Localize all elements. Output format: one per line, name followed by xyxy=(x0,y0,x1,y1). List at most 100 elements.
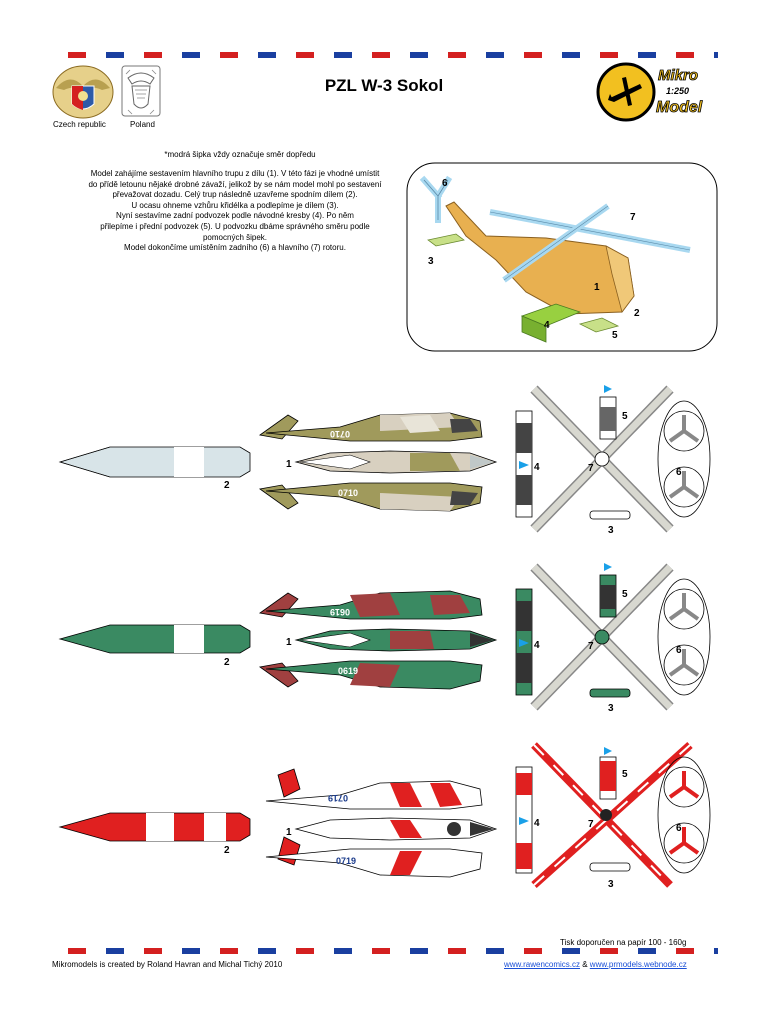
mikro-word: Mikro xyxy=(658,67,698,84)
label-7: 7 xyxy=(588,641,594,652)
page-title: PZL W-3 Sokol xyxy=(324,76,444,95)
link-separator: & xyxy=(580,960,590,969)
bottom-flag-stripe xyxy=(68,948,718,954)
instruction-line: do přídě letounu nějaké drobné závaží, j… xyxy=(88,179,382,189)
flag-stripe-segment xyxy=(486,948,504,954)
instruction-line: Model zahájíme sestavením hlavního trupu… xyxy=(90,169,380,178)
poland-emblem-logo xyxy=(121,65,161,117)
diagram-label-4: 4 xyxy=(544,320,550,331)
label-4: 4 xyxy=(534,462,540,473)
label-1: 1 xyxy=(286,459,292,470)
czech-caption: Czech republic xyxy=(53,120,106,129)
instruction-line: pomocných šipek. xyxy=(202,232,268,242)
print-note: Tisk doporučen na papír 100 - 160g xyxy=(560,938,687,947)
flag-stripe-segment xyxy=(144,52,162,58)
model-word: Model xyxy=(656,99,703,116)
link-prmodels[interactable]: www.prmodels.webnode.cz xyxy=(589,960,687,969)
instruction-line: převažovat dozadu. Celý trup následně uz… xyxy=(112,190,358,200)
instruction-line: Model dokončíme umístěním zadního (6) a … xyxy=(124,243,346,253)
label-5: 5 xyxy=(622,769,628,780)
diagram-label-7: 7 xyxy=(630,212,636,223)
flag-stripe-segment xyxy=(410,52,428,58)
footer-links: www.rawencomics.cz & www.prmodels.webnod… xyxy=(504,960,687,969)
variant-green: 2 0619 0619 1 4 7 5 3 6 xyxy=(58,563,711,714)
label-6: 6 xyxy=(676,467,682,478)
flag-stripe-segment xyxy=(220,52,238,58)
flag-stripe-segment xyxy=(524,948,542,954)
serial-top: 0619 xyxy=(330,607,350,617)
diagram-label-1: 1 xyxy=(594,282,600,293)
diagram-label-2: 2 xyxy=(634,308,640,319)
mikro-model-logo: Mikro 1:250 Model xyxy=(596,62,703,122)
arrow-note: *modrá šipka vždy označuje směr dopředu xyxy=(164,150,316,159)
instruction-line: Nyní sestavíme zadní podvozek podle návo… xyxy=(116,211,354,221)
footer-credit: Mikromodels is created by Roland Havran … xyxy=(52,960,283,969)
label-7: 7 xyxy=(588,819,594,830)
scale-text: 1:250 xyxy=(666,86,689,96)
serial-top: 0710 xyxy=(330,429,350,439)
flag-stripe-segment xyxy=(68,948,86,954)
flag-stripe-segment xyxy=(258,948,276,954)
label-2: 2 xyxy=(224,480,230,491)
flag-stripe-segment xyxy=(638,52,656,58)
flag-stripe-segment xyxy=(676,52,694,58)
label-6: 6 xyxy=(676,823,682,834)
cutout-sheets: 2 0710 0710 1 4 7 xyxy=(58,385,711,890)
diagram-label-6: 6 xyxy=(442,178,448,189)
flag-stripe-segment xyxy=(220,948,238,954)
flag-stripe-segment xyxy=(562,948,580,954)
label-1: 1 xyxy=(286,827,292,838)
label-5: 5 xyxy=(622,589,628,600)
label-2: 2 xyxy=(224,657,230,668)
flag-stripe-segment xyxy=(714,52,718,58)
flag-stripe-segment xyxy=(106,52,124,58)
flag-stripe-segment xyxy=(182,948,200,954)
flag-stripe-segment xyxy=(144,948,162,954)
flag-stripe-segment xyxy=(714,948,718,954)
flag-stripe-segment xyxy=(334,948,352,954)
label-7: 7 xyxy=(588,463,594,474)
flag-stripe-segment xyxy=(600,948,618,954)
label-5: 5 xyxy=(622,411,628,422)
label-3: 3 xyxy=(608,879,614,890)
label-2: 2 xyxy=(224,845,230,856)
label-4: 4 xyxy=(534,640,540,651)
instruction-line: U ocasu ohneme vzhůru křidélka a podlepí… xyxy=(131,200,339,210)
czech-emblem-logo xyxy=(52,65,114,119)
flag-stripe-segment xyxy=(296,52,314,58)
label-4: 4 xyxy=(534,818,540,829)
label-1: 1 xyxy=(286,637,292,648)
link-rawencomics[interactable]: www.rawencomics.cz xyxy=(504,960,581,969)
instructions-text: Model zahájíme sestavením hlavního trupu… xyxy=(64,169,406,254)
flag-stripe-segment xyxy=(372,948,390,954)
flag-stripe-segment xyxy=(638,948,656,954)
assembly-diagram: 6 7 3 1 2 4 5 xyxy=(406,162,718,352)
serial-bottom: 0619 xyxy=(338,666,358,676)
flag-stripe-segment xyxy=(68,52,86,58)
flag-stripe-segment xyxy=(600,52,618,58)
diagram-label-3: 3 xyxy=(428,256,434,267)
flag-stripe-segment xyxy=(106,948,124,954)
instruction-line: přilepíme i přední podvozek (5). U podvo… xyxy=(100,221,370,231)
flag-stripe-segment xyxy=(258,52,276,58)
flag-stripe-segment xyxy=(676,948,694,954)
diagram-label-5: 5 xyxy=(612,330,618,341)
serial-top: 0719 xyxy=(328,793,348,803)
flag-stripe-segment xyxy=(448,52,466,58)
label-3: 3 xyxy=(608,525,614,536)
serial-bottom: 0719 xyxy=(336,856,356,866)
variant-rescue: 2 0719 0719 1 4 7 5 3 6 xyxy=(58,742,711,890)
serial-bottom: 0710 xyxy=(338,488,358,498)
flag-stripe-segment xyxy=(372,52,390,58)
flag-stripe-segment xyxy=(296,948,314,954)
flag-stripe-segment xyxy=(486,52,504,58)
top-flag-stripe xyxy=(68,52,718,58)
flag-stripe-segment xyxy=(448,948,466,954)
label-3: 3 xyxy=(608,703,614,714)
flag-stripe-segment xyxy=(182,52,200,58)
flag-stripe-segment xyxy=(524,52,542,58)
label-6: 6 xyxy=(676,645,682,656)
flag-stripe-segment xyxy=(562,52,580,58)
flag-stripe-segment xyxy=(334,52,352,58)
flag-stripe-segment xyxy=(410,948,428,954)
